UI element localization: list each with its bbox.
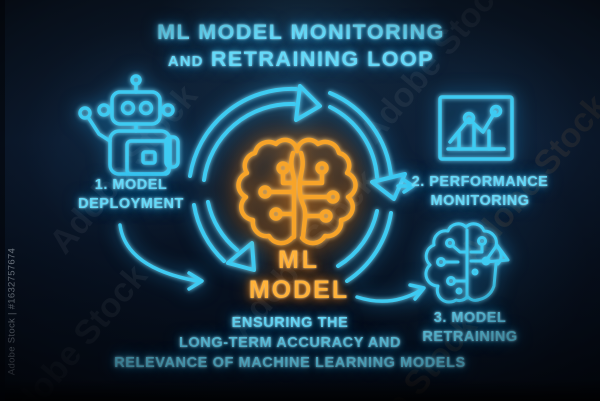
- center-label-line-1: ML: [277, 246, 321, 274]
- arrowhead-top-icon: [294, 84, 322, 122]
- step-2-number: 2. PERFORMANCE: [411, 174, 549, 190]
- title-line-1: ML MODEL MONITORING: [157, 20, 445, 44]
- arrow-to-retraining: [355, 288, 423, 303]
- up-arrow-shaft: [475, 262, 498, 302]
- title-line-2: AND RETRAINING LOOP: [168, 47, 434, 72]
- step-1-label: 1. MODEL DEPLOYMENT: [78, 176, 184, 214]
- robot-icon: [78, 74, 180, 176]
- center-label-line-2: MODEL: [248, 276, 350, 304]
- title-and-word: AND: [167, 53, 204, 70]
- step-2-label: 2. PERFORMANCE MONITORING: [412, 173, 549, 211]
- step-2-name: MONITORING: [430, 193, 530, 209]
- line-chart-icon: [438, 95, 514, 161]
- caption-line-3: RELEVANCE OF MACHINE LEARNING MODELS: [114, 355, 466, 371]
- up-arrowhead-icon: [483, 243, 510, 264]
- arrow-from-deployment: [118, 223, 199, 283]
- brain-refresh-icon: [424, 222, 510, 304]
- step-1-number: 1. MODEL: [94, 177, 168, 193]
- step-1-name: DEPLOYMENT: [78, 196, 184, 212]
- title-line-2-main: RETRAINING LOOP: [210, 47, 435, 71]
- caption-line-2: LONG-TERM ACCURACY AND: [178, 335, 402, 351]
- caption: ENSURING THE LONG-TERM ACCURACY AND RELE…: [114, 313, 466, 373]
- caption-line-1: ENSURING THE: [231, 315, 349, 331]
- circuit-brain-icon: [236, 137, 358, 246]
